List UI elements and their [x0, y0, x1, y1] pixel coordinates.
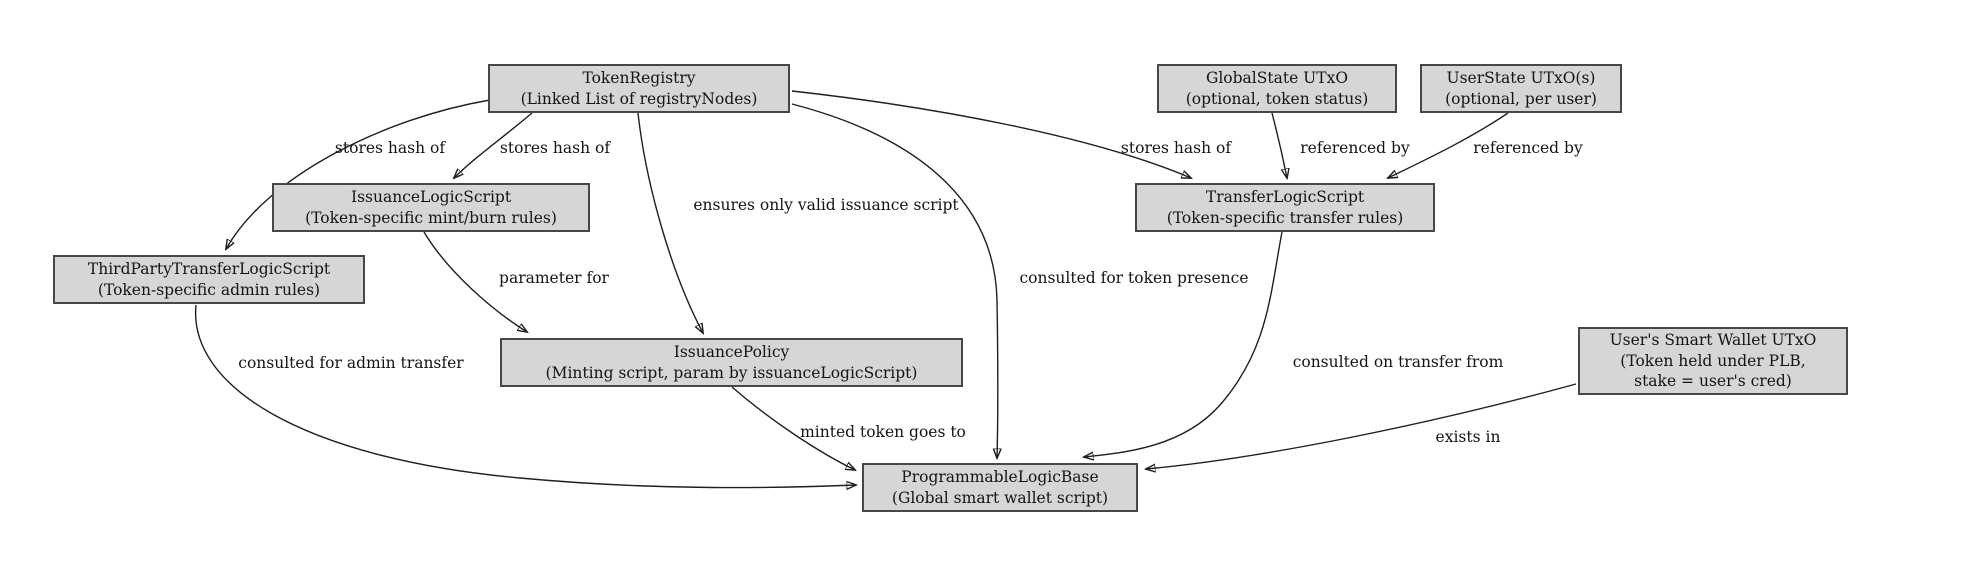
- node-token-registry: TokenRegistry (Linked List of registryNo…: [488, 64, 790, 113]
- edge-label-referenced-by-user-state: referenced by: [1473, 139, 1583, 157]
- edge-label-stores-hash-of-transfer: stores hash of: [1120, 139, 1232, 157]
- edge-token-registry-to-third-party-transfer-logic-script: [226, 99, 491, 249]
- node-programmable-logic-base: ProgrammableLogicBase (Global smart wall…: [862, 463, 1138, 512]
- edge-third-party-transfer-logic-script-to-programmable-logic-base: [194, 304, 856, 488]
- edge-token-registry-to-transfer-logic-script: [791, 90, 1191, 178]
- edge-transfer-logic-script-to-programmable-logic-base: [1084, 231, 1283, 457]
- node-issuance-logic-script: IssuanceLogicScript (Token-specific mint…: [272, 183, 590, 232]
- edge-issuance-policy-to-programmable-logic-base: [731, 386, 855, 470]
- edge-global-state-utxo-to-transfer-logic-script: [1271, 112, 1287, 178]
- edge-user-state-utxo-to-transfer-logic-script: [1388, 112, 1509, 178]
- edge-label-consulted-for-token-presence: consulted for token presence: [1019, 269, 1249, 287]
- edge-users-smart-wallet-utxo-to-programmable-logic-base: [1146, 383, 1577, 469]
- edge-label-stores-hash-of-issuance: stores hash of: [499, 139, 611, 157]
- edge-label-consulted-for-admin-transfer: consulted for admin transfer: [238, 354, 464, 372]
- edge-token-registry-to-issuance-logic-script: [454, 112, 533, 178]
- edge-label-stores-hash-of-third-party: stores hash of: [334, 139, 446, 157]
- edge-token-registry-to-programmable-logic-base: [791, 103, 998, 458]
- node-user-state-utxo: UserState UTxO(s) (optional, per user): [1420, 64, 1622, 113]
- edge-label-referenced-by-global-state: referenced by: [1300, 139, 1410, 157]
- edge-issuance-logic-script-to-issuance-policy: [423, 231, 527, 332]
- node-users-smart-wallet-utxo: User's Smart Wallet UTxO (Token held und…: [1578, 327, 1848, 395]
- node-issuance-policy: IssuancePolicy (Minting script, param by…: [500, 338, 963, 387]
- node-transfer-logic-script: TransferLogicScript (Token-specific tran…: [1135, 183, 1435, 232]
- edge-label-exists-in: exists in: [1435, 428, 1501, 446]
- edge-label-parameter-for: parameter for: [499, 269, 609, 287]
- edge-token-registry-to-issuance-policy: [637, 112, 703, 333]
- edge-label-minted-token-goes-to: minted token goes to: [800, 423, 966, 441]
- edge-label-consulted-on-transfer-from: consulted on transfer from: [1292, 353, 1504, 371]
- node-global-state-utxo: GlobalState UTxO (optional, token status…: [1157, 64, 1397, 113]
- edge-label-ensures-only-valid-issuance-script: ensures only valid issuance script: [693, 196, 959, 214]
- node-third-party-transfer-logic-script: ThirdPartyTransferLogicScript (Token-spe…: [53, 255, 365, 304]
